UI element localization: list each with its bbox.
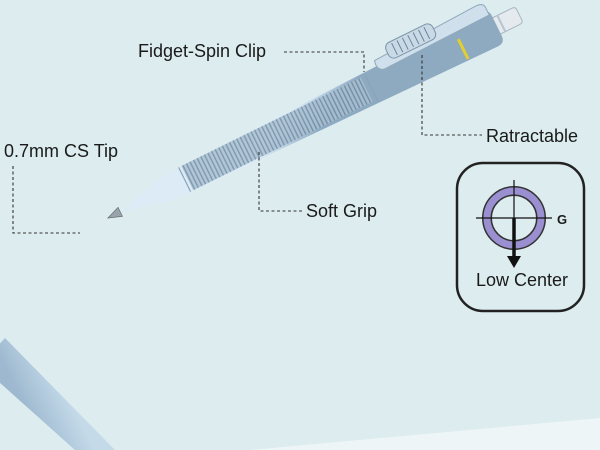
callout-soft-grip: Soft Grip [306, 201, 378, 221]
main-pen [106, 4, 523, 219]
soft-grip-coil [181, 77, 373, 191]
inset-label: Low Center [475, 270, 569, 290]
callout-leaders [12, 51, 482, 234]
gravity-arrow-head [507, 256, 521, 268]
callout-retractable: Ratractable [486, 126, 579, 146]
gravity-marker: G [557, 212, 568, 227]
metal-tip [106, 206, 123, 219]
accent-band [456, 38, 470, 60]
callout-tip: 0.7mm CS Tip [4, 141, 119, 161]
second-pen [0, 338, 115, 450]
floor-surface [250, 418, 600, 450]
callout-fidget-spin-clip: Fidget-Spin Clip [138, 41, 267, 61]
